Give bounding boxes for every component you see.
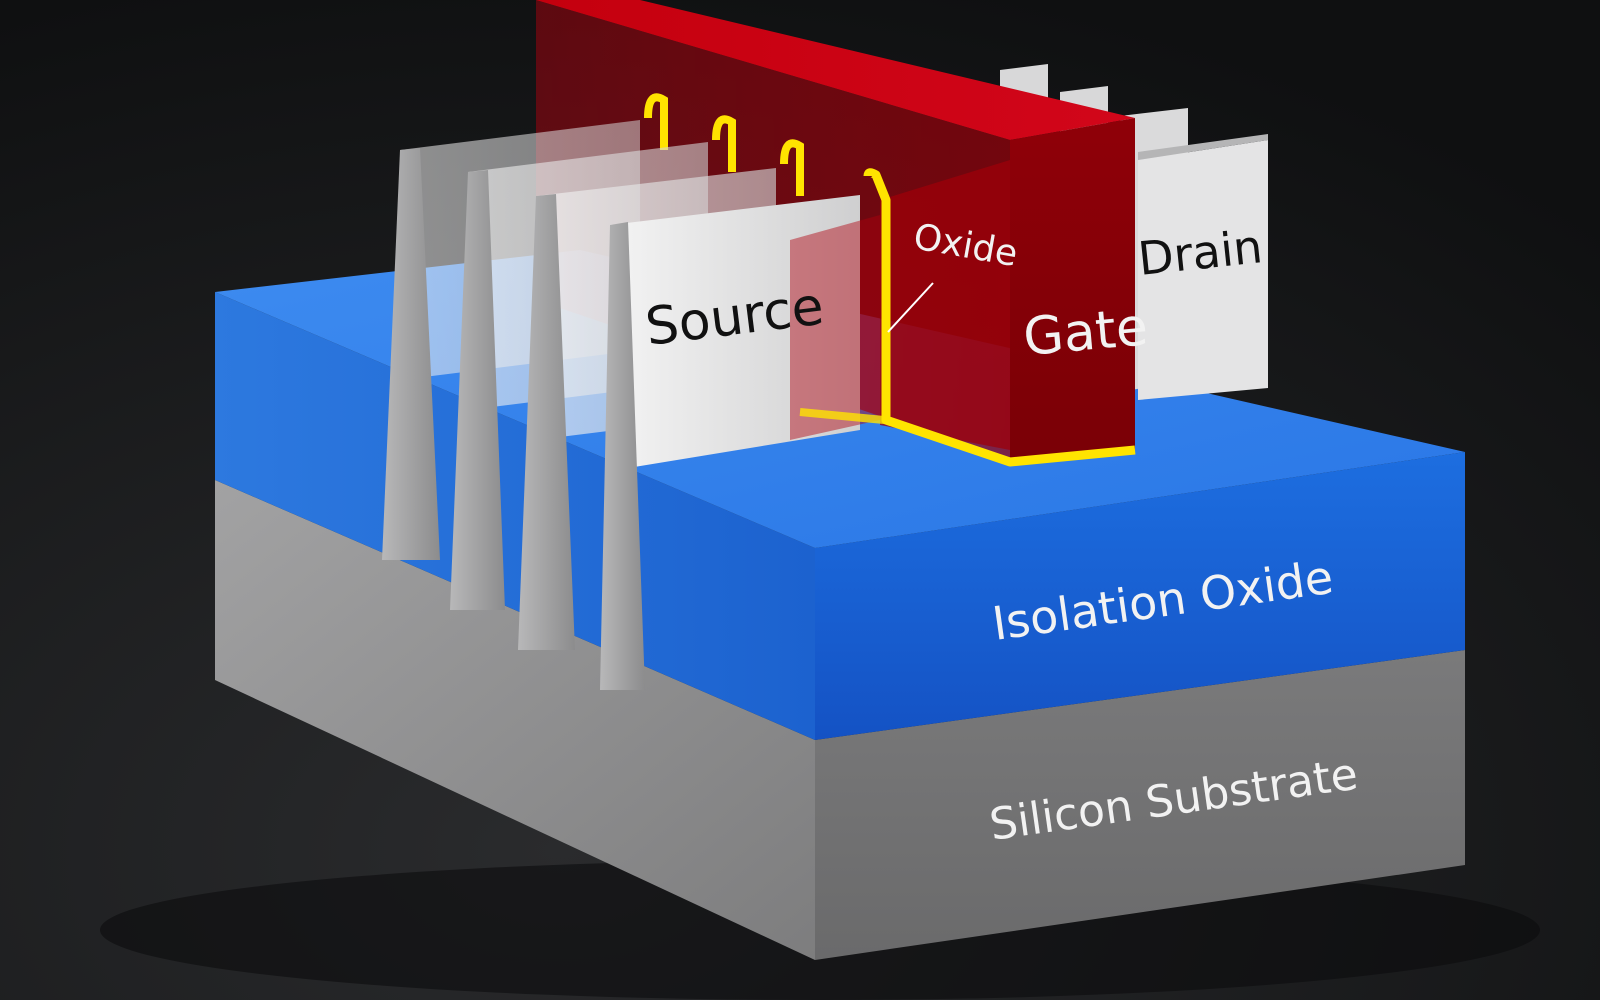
drain-fin-top xyxy=(1138,134,1268,160)
gate-top-face xyxy=(536,0,1135,140)
substrate-left-face xyxy=(215,480,815,960)
oxide-leader-line xyxy=(887,282,934,333)
gate-inner-face xyxy=(880,160,1010,450)
gate-overlay-front xyxy=(790,215,880,440)
isolation-oxide-left-face xyxy=(215,292,815,740)
label-gate: Gate xyxy=(1021,297,1150,368)
gate-oxide-base xyxy=(799,408,885,424)
substrate-front-face xyxy=(815,650,1465,960)
fin-1-front xyxy=(600,195,860,690)
gate-oxide-line xyxy=(863,168,1136,467)
label-drain: Drain xyxy=(1136,219,1265,286)
drain-fin-surface xyxy=(1138,140,1268,400)
gate-front-face xyxy=(1010,118,1135,462)
